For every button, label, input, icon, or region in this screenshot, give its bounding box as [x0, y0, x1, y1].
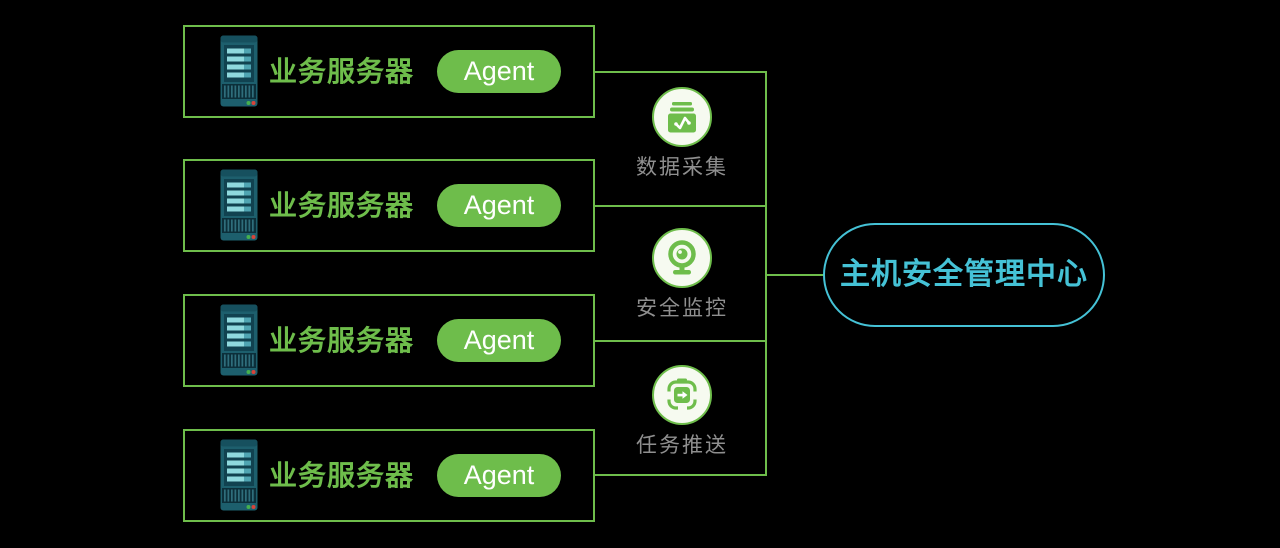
function-group-task-push: 任务推送 [602, 365, 762, 459]
server-label: 业务服务器 [269, 56, 415, 87]
agent-badge: Agent [437, 454, 561, 497]
connector-bus-center [765, 274, 825, 276]
agent-badge: Agent [437, 184, 561, 227]
function-circle [652, 87, 712, 147]
connector-server3-bus [595, 340, 765, 342]
server-icon [220, 303, 258, 377]
function-circle [652, 365, 712, 425]
server-box-4: 业务服务器 Agent [183, 429, 595, 522]
server-label: 业务服务器 [269, 190, 415, 221]
agent-badge: Agent [437, 50, 561, 93]
server-box-3: 业务服务器 Agent [183, 294, 595, 387]
task-push-icon [652, 365, 712, 425]
function-label: 安全监控 [636, 297, 728, 320]
function-circle [652, 228, 712, 288]
server-icon [220, 34, 258, 108]
server-label: 业务服务器 [269, 460, 415, 491]
agent-badge: Agent [437, 319, 561, 362]
management-center-box: 主机安全管理中心 [823, 223, 1105, 327]
function-group-security-monitoring: 安全监控 [602, 228, 762, 322]
server-icon [220, 438, 258, 512]
function-label: 数据采集 [636, 156, 728, 179]
server-box-1: 业务服务器 Agent [183, 25, 595, 118]
connector-vertical-bus [765, 71, 767, 476]
connector-server2-bus [595, 205, 765, 207]
server-icon [220, 168, 258, 242]
connector-server4-bus [595, 474, 765, 476]
data-collection-icon [652, 87, 712, 147]
management-center-label: 主机安全管理中心 [840, 258, 1088, 291]
function-group-data-collection: 数据采集 [602, 87, 762, 181]
server-box-2: 业务服务器 Agent [183, 159, 595, 252]
connector-server1-bus [595, 71, 765, 73]
function-label: 任务推送 [636, 434, 728, 457]
security-monitoring-icon [652, 228, 712, 288]
server-label: 业务服务器 [269, 325, 415, 356]
